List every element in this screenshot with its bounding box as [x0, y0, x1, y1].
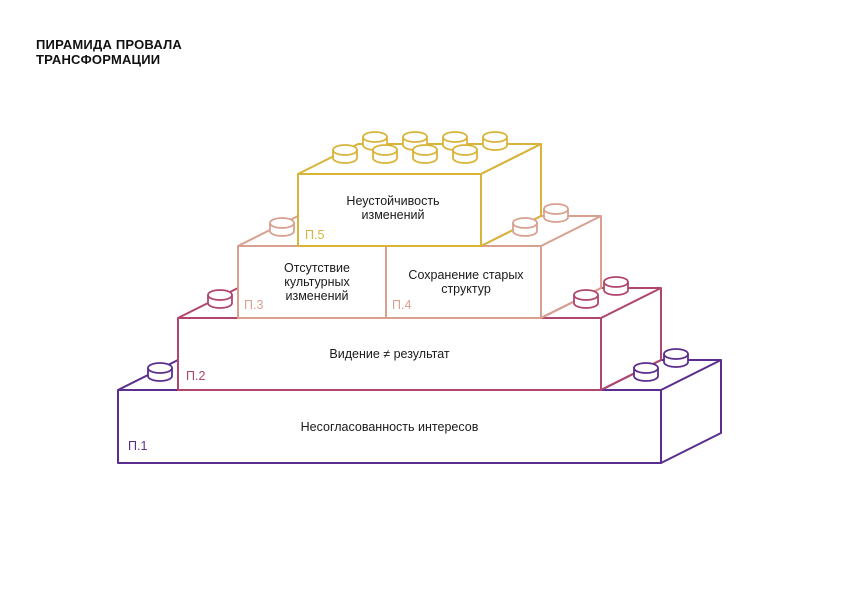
block-label-p4: Сохранение старых структур — [408, 268, 524, 296]
brick-stud — [207, 289, 233, 309]
page-title: ПИРАМИДА ПРОВАЛА ТРАНСФОРМАЦИИ — [36, 37, 182, 67]
brick-stud-top — [452, 144, 478, 156]
brick-stud-top — [402, 131, 428, 143]
brick-stud — [147, 362, 173, 382]
title-line-2: ТРАНСФОРМАЦИИ — [36, 52, 161, 67]
brick-stud-top — [269, 217, 295, 229]
brick-stud — [573, 289, 599, 309]
brick-5-front — [297, 173, 482, 247]
brick-1-side — [660, 359, 722, 464]
brick-5-side — [480, 143, 542, 247]
block-label-p2: Видение ≠ результат — [329, 347, 450, 361]
brick-2-side — [600, 287, 662, 391]
brick-2-top-edge-right — [540, 287, 661, 319]
block-label-p1: Несогласованность интересов — [300, 419, 479, 434]
brick-stud-top — [332, 144, 358, 156]
brick-4-side — [540, 215, 602, 319]
brick-stud — [412, 144, 438, 164]
brick-stud — [332, 144, 358, 164]
block-tag-p2: П.2 — [186, 369, 206, 383]
brick-stud — [663, 348, 689, 368]
brick-stud — [633, 362, 659, 382]
brick-stud-top — [543, 203, 569, 215]
brick-stud-top — [512, 217, 538, 229]
brick-stud — [543, 203, 569, 223]
brick-stud-top — [147, 362, 173, 374]
block-tag-p3: П.3 — [244, 298, 264, 312]
brick-stud — [512, 217, 538, 237]
block-label-p3: Отсутствие культурных изменений — [284, 261, 350, 303]
brick-stud-top — [663, 348, 689, 360]
brick-stud-top — [207, 289, 233, 301]
brick-stud — [269, 217, 295, 237]
brick-4-top-edge — [480, 215, 601, 247]
brick-stud-top — [372, 144, 398, 156]
brick-stud — [603, 276, 629, 296]
block-tag-p5: П.5 — [305, 228, 325, 242]
brick-1-top-edge-right — [600, 359, 721, 391]
block-tag-p4: П.4 — [392, 298, 412, 312]
brick-stud-top — [412, 144, 438, 156]
brick-stud-top — [442, 131, 468, 143]
brick-stud-top — [603, 276, 629, 288]
brick-stud-top — [482, 131, 508, 143]
block-label-p5: Неустойчивость изменений — [346, 194, 440, 222]
brick-stud-top — [362, 131, 388, 143]
brick-stud — [482, 131, 508, 151]
title-line-1: ПИРАМИДА ПРОВАЛА — [36, 37, 182, 52]
brick-studs — [147, 131, 689, 382]
block-tag-p1: П.1 — [128, 439, 148, 453]
brick-stud-top — [633, 362, 659, 374]
brick-stud-top — [573, 289, 599, 301]
brick-stud — [452, 144, 478, 164]
brick-stud — [372, 144, 398, 164]
